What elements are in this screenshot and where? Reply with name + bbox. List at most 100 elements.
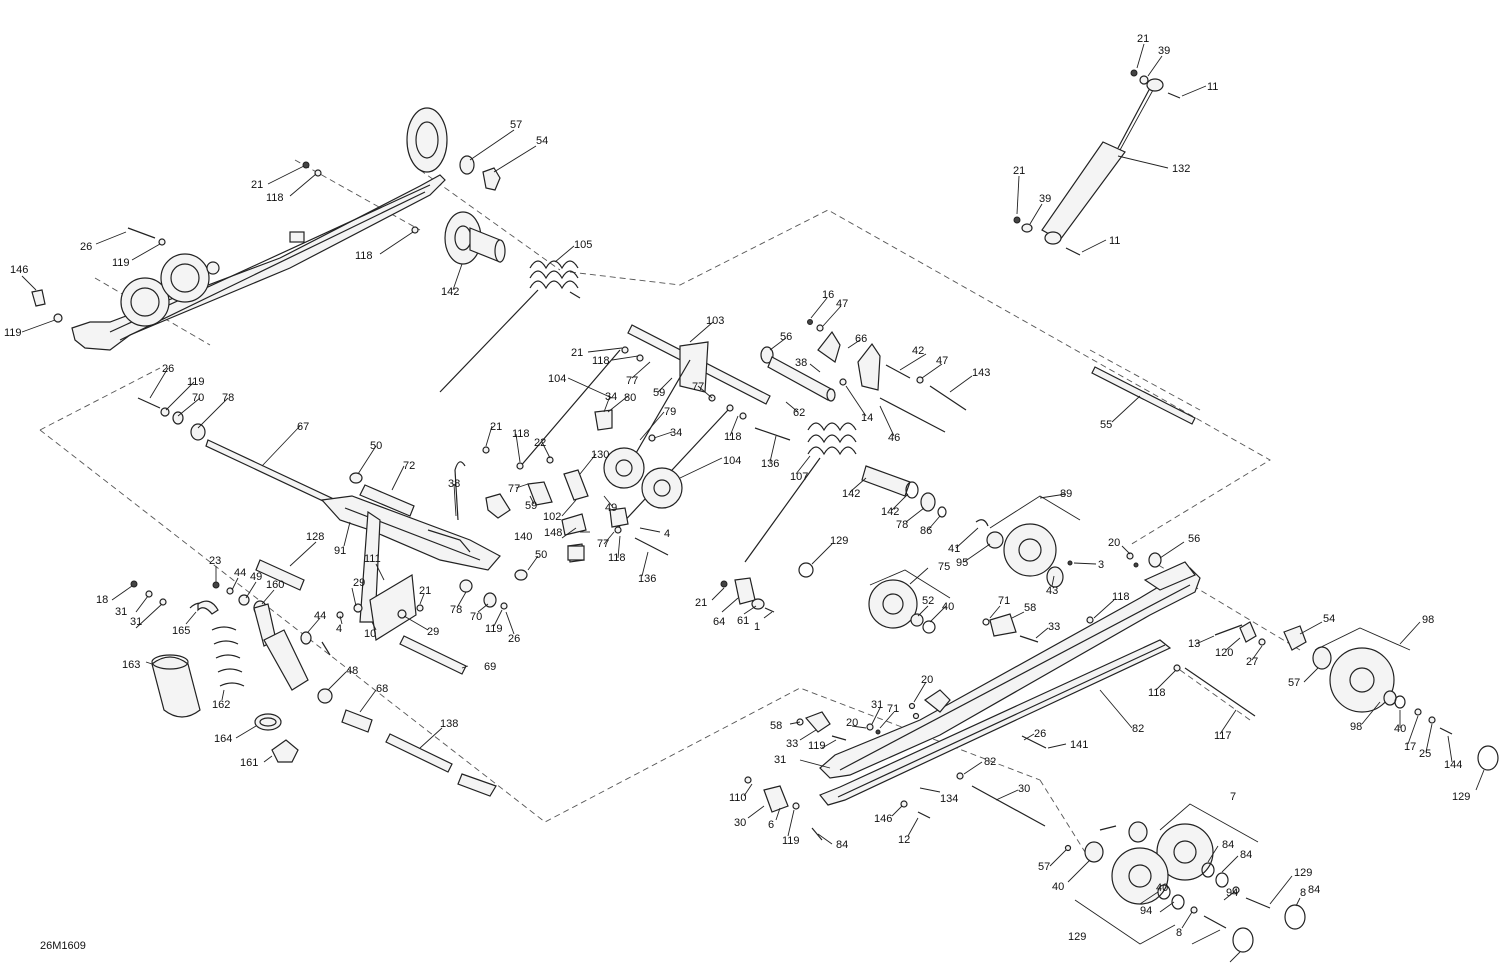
callout: 40 xyxy=(1156,882,1168,894)
wheel-89 xyxy=(975,495,1081,588)
idler-wheel-142 xyxy=(444,211,506,265)
callout: 47 xyxy=(836,298,848,310)
callout: 52 xyxy=(922,595,934,607)
callout: 57 xyxy=(510,119,522,131)
callout: 26 xyxy=(1034,728,1046,740)
callout: 44 xyxy=(314,610,326,622)
callout: 110 xyxy=(729,792,747,804)
callout: 107 xyxy=(790,471,808,483)
callout: 102 xyxy=(543,511,561,523)
callout: 40 xyxy=(1052,881,1064,893)
callout: 26 xyxy=(80,241,92,253)
callout: 4 xyxy=(664,528,670,540)
callout: 43 xyxy=(1046,585,1058,597)
callout: 66 xyxy=(855,333,867,345)
callout: 95 xyxy=(956,557,968,569)
callout: 20 xyxy=(1108,537,1120,549)
callout: 3 xyxy=(1098,559,1104,571)
callout: 56 xyxy=(1188,533,1200,545)
callout: 71 xyxy=(887,703,899,715)
callout: 4 xyxy=(336,623,342,635)
callout: 77 xyxy=(508,483,520,495)
callout: 39 xyxy=(1158,45,1170,57)
callout: 84 xyxy=(1240,849,1252,861)
callout: 54 xyxy=(1323,613,1335,625)
callout: 129 xyxy=(830,535,848,547)
callout: 136 xyxy=(638,573,656,585)
callout: 49 xyxy=(250,571,262,583)
callout: 72 xyxy=(403,460,415,472)
callout: 118 xyxy=(1112,591,1130,603)
drawing-code: 26M1609 xyxy=(40,940,86,952)
torsion-spring-107 xyxy=(744,422,857,563)
callout: 40 xyxy=(942,601,954,613)
callout: 31 xyxy=(130,616,142,628)
wheel-75 xyxy=(798,562,951,634)
callout: 117 xyxy=(1214,730,1232,742)
callout: 55 xyxy=(1100,419,1112,431)
callout: 164 xyxy=(214,733,232,745)
callout: 78 xyxy=(222,392,234,404)
callout: 136 xyxy=(761,458,779,470)
rear-shock-assembly xyxy=(151,600,309,763)
callout: 75 xyxy=(938,561,950,573)
callout: 21 xyxy=(251,179,263,191)
callout: 26 xyxy=(508,633,520,645)
callout: 67 xyxy=(297,421,309,433)
callout: 129 xyxy=(1294,867,1312,879)
callout: 59 xyxy=(653,387,665,399)
callout: 78 xyxy=(450,604,462,616)
callout: 38 xyxy=(448,478,460,490)
callout: 132 xyxy=(1172,163,1190,175)
callout: 118 xyxy=(355,250,373,262)
callout: 119 xyxy=(187,376,205,388)
callout: 120 xyxy=(1215,647,1233,659)
callout: 140 xyxy=(514,531,532,543)
callout: 119 xyxy=(112,257,130,269)
front-rail-left xyxy=(71,107,448,351)
callout: 128 xyxy=(306,531,324,543)
callout: 12 xyxy=(898,834,910,846)
callout: 50 xyxy=(370,440,382,452)
callout: 44 xyxy=(234,567,246,579)
callout: 82 xyxy=(984,756,996,768)
callout: 42 xyxy=(912,345,924,357)
callout: 1 xyxy=(754,621,760,633)
callout: 64 xyxy=(713,616,725,628)
callout: 8 xyxy=(1176,927,1182,939)
front-rail-fasteners xyxy=(31,155,501,323)
callout: 98 xyxy=(1350,721,1362,733)
callout: 118 xyxy=(592,355,610,367)
callout: 41 xyxy=(948,543,960,555)
callout: 161 xyxy=(240,757,258,769)
callout: 118 xyxy=(1148,687,1166,699)
callout: 31 xyxy=(774,754,786,766)
rear-wheel-98 xyxy=(1086,552,1499,771)
callout: 119 xyxy=(808,740,826,752)
callout: 11 xyxy=(1109,235,1120,247)
rear-rail-lower xyxy=(819,639,1172,806)
callout: 11 xyxy=(1207,81,1218,93)
callout: 34 xyxy=(605,391,617,403)
callout: 58 xyxy=(1024,602,1036,614)
callout: 82 xyxy=(1132,723,1144,735)
callout: 80 xyxy=(624,392,636,404)
callout: 29 xyxy=(353,577,365,589)
callout: 142 xyxy=(441,286,459,298)
callout: 165 xyxy=(172,625,190,637)
shock-absorber-132 xyxy=(1013,69,1181,256)
callout: 29 xyxy=(427,626,439,638)
callout: 118 xyxy=(512,428,530,440)
callout: 162 xyxy=(212,699,230,711)
callout: 129 xyxy=(1452,791,1470,803)
callout: 69 xyxy=(484,661,496,673)
callout: 160 xyxy=(266,579,284,591)
clip-58 xyxy=(982,613,1039,643)
callout: 31 xyxy=(871,699,883,711)
callout: 13 xyxy=(1188,638,1200,650)
leader-lines xyxy=(21,43,1485,963)
callout: 21 xyxy=(419,585,431,597)
callout: 94 xyxy=(1226,887,1238,899)
bracket-66-assembly xyxy=(760,319,967,433)
